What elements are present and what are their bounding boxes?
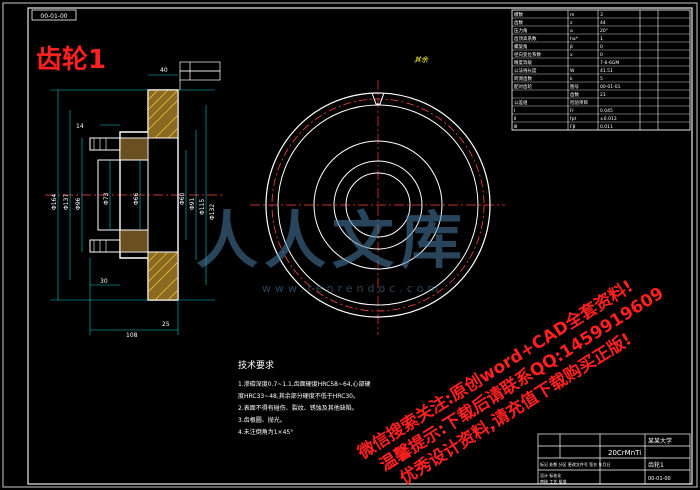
param-cell: 0 bbox=[600, 44, 603, 50]
param-cell: ha* bbox=[570, 36, 579, 42]
dim-right-1: Φ91 bbox=[189, 197, 196, 210]
view-label: 其余 bbox=[414, 56, 429, 64]
tech-req-item: 1.渗碳深度0.7~1.1,齿面硬度HRC58~64,心部硬 bbox=[238, 380, 371, 388]
dim-mid-1: Φ66 bbox=[133, 192, 140, 205]
param-cell: 跨测齿数 bbox=[514, 75, 532, 82]
param-cell: z bbox=[570, 21, 573, 26]
tolerance-frames bbox=[179, 61, 221, 90]
title-block-row-3: 审核 工艺 批准 bbox=[540, 478, 567, 484]
param-cell: 齿数 bbox=[514, 19, 523, 26]
param-cell: 检验项目 bbox=[570, 99, 588, 106]
corner-code: 00-01-00 bbox=[40, 13, 67, 20]
param-cell: 0.011 bbox=[600, 124, 613, 130]
dim-30: 30 bbox=[100, 278, 108, 285]
dim-108: 108 bbox=[126, 332, 138, 339]
param-cell: 公差组 bbox=[514, 99, 528, 106]
param-cell: fpt bbox=[570, 116, 576, 122]
param-cell: k bbox=[570, 76, 573, 82]
param-cell: 齿数 bbox=[570, 91, 579, 98]
param-cell: 21 bbox=[600, 92, 606, 98]
param-cell: 0.045 bbox=[600, 108, 613, 114]
dim-14: 14 bbox=[76, 123, 84, 130]
param-cell: 5 bbox=[600, 76, 603, 82]
param-cell: 1 bbox=[600, 36, 603, 42]
title-block-material: 20CrMnTi bbox=[608, 449, 641, 457]
param-cell: Fβ bbox=[570, 124, 576, 130]
title-block-row-2: 设计 标准化 bbox=[540, 472, 561, 478]
corner-code-box bbox=[31, 9, 77, 21]
dim-left-1: Φ164 bbox=[51, 194, 58, 210]
param-cell: m bbox=[570, 13, 574, 18]
param-cell: Fr bbox=[570, 108, 574, 114]
param-cell: 00-01-01 bbox=[600, 84, 621, 90]
param-cell: 径向变位系数 bbox=[514, 51, 541, 58]
param-cell: x bbox=[570, 53, 573, 58]
param-cell: 螺旋角 bbox=[514, 43, 528, 50]
param-cell: 配对齿轮 bbox=[514, 83, 532, 90]
tech-req-heading: 技术要求 bbox=[238, 359, 274, 371]
param-table-rows: 模数 m 3 齿数 z 44 压力角 α 20° 齿顶高系数 ha* 1 螺旋角 β 0 径向变位系数 x 0 精度… bbox=[512, 11, 690, 131]
title-block-number: 00-01-00 bbox=[648, 476, 671, 482]
param-cell: Ⅲ bbox=[514, 124, 517, 130]
tech-req-item: 3.齿根圆、抛光。 bbox=[238, 416, 286, 424]
watermark-logo-text: 人人文库 bbox=[196, 204, 468, 277]
dim-mid-2: Φ60 bbox=[179, 192, 186, 205]
watermark-url: www.renrendoc.com bbox=[262, 282, 442, 295]
inner-border bbox=[27, 7, 693, 485]
param-cell: 7-6-6GM bbox=[600, 60, 619, 66]
param-cell: Ⅱ bbox=[514, 116, 516, 122]
param-cell: 模数 bbox=[514, 11, 523, 18]
tech-req-item: 2.表面不得有碰伤、裂纹、锈蚀及其他缺陷。 bbox=[238, 404, 358, 412]
watermark-line-2: 温馨提示:下载后请联系QQ:1459919609 bbox=[376, 283, 668, 476]
dim-25: 25 bbox=[162, 321, 170, 328]
param-cell: 图号 bbox=[570, 84, 579, 90]
dim-left-4: Φ73 bbox=[103, 192, 110, 205]
title-block bbox=[537, 433, 691, 485]
param-cell: 精度等级 bbox=[514, 59, 532, 66]
param-cell: β bbox=[570, 44, 573, 50]
section-view bbox=[45, 74, 225, 335]
drawing-title: 齿轮1 bbox=[36, 45, 106, 75]
watermark-logo: 人人文库 www.renrendoc.com bbox=[196, 204, 468, 295]
dim-left-3: Φ96 bbox=[75, 197, 82, 210]
param-cell: 41.51 bbox=[600, 68, 613, 74]
title-block-school: 某某大学 bbox=[648, 437, 672, 445]
tech-req-list: 1.渗碳深度0.7~1.1,齿面硬度HRC58~64,心部硬 度HRC33~48… bbox=[238, 380, 371, 436]
tech-req-item: 度HRC33~48,其余部分硬度不低于HRC30。 bbox=[238, 392, 359, 400]
param-cell: α bbox=[570, 29, 573, 34]
param-cell: 44 bbox=[600, 20, 606, 26]
tech-req-item: 4.未注倒角为1×45° bbox=[238, 428, 293, 436]
dim-right-3: Φ132 bbox=[209, 204, 216, 220]
param-cell: ±0.013 bbox=[600, 116, 617, 122]
title-block-name: 齿轮1 bbox=[648, 461, 664, 469]
dim-right-2: Φ115 bbox=[199, 199, 206, 215]
param-cell: 0 bbox=[600, 52, 603, 58]
dim-left-2: Φ137 bbox=[63, 194, 70, 210]
front-view bbox=[250, 80, 505, 335]
param-cell: 公法线长度 bbox=[514, 67, 537, 74]
param-cell: 压力角 bbox=[514, 27, 528, 34]
param-cell: W bbox=[570, 68, 575, 74]
param-cell: 20° bbox=[600, 28, 608, 34]
param-cell: 3 bbox=[600, 12, 603, 18]
dim-40: 40 bbox=[160, 67, 168, 74]
param-cell: 齿顶高系数 bbox=[514, 35, 537, 42]
title-block-row-1: 标记 处数 分区 更改文件号 签名 年月日 bbox=[540, 461, 610, 467]
param-cell: Ⅰ bbox=[514, 108, 515, 114]
